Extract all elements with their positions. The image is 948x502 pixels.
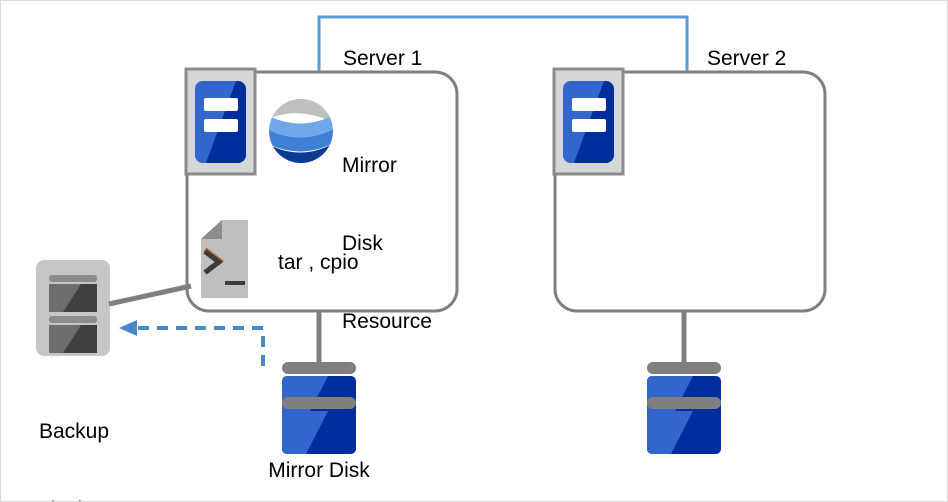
mirror-disk-resource-label: Mirror Disk Resource <box>342 101 432 387</box>
mirror-disk-resource-line3: Resource <box>342 310 432 333</box>
backup-link-line <box>108 283 192 307</box>
mirror-disk-resource-line1: Mirror <box>342 154 397 177</box>
server-2-label: Server 2 <box>707 47 787 70</box>
backup-device-icon[interactable] <box>36 260 110 356</box>
backup-device-line1: Backup <box>38 420 110 443</box>
server-rack-icon <box>552 67 625 176</box>
backup-device-label: Backup device <box>17 367 131 501</box>
interconnect-line <box>317 15 689 73</box>
backup-flow-arrow <box>119 320 265 366</box>
disk-stack-icon[interactable] <box>282 362 356 454</box>
disk-stack-icon[interactable] <box>647 362 721 454</box>
mirror-disk-resource-line2: Disk <box>342 232 383 255</box>
backup-command-label: tar , cpio <box>278 251 359 274</box>
mirror-disk-label: Mirror Disk <box>268 459 370 482</box>
server-1-label: Server 1 <box>343 47 423 70</box>
terminal-script-icon <box>201 220 248 298</box>
server-rack-icon <box>184 67 257 176</box>
backup-device-line2: device <box>17 497 131 501</box>
